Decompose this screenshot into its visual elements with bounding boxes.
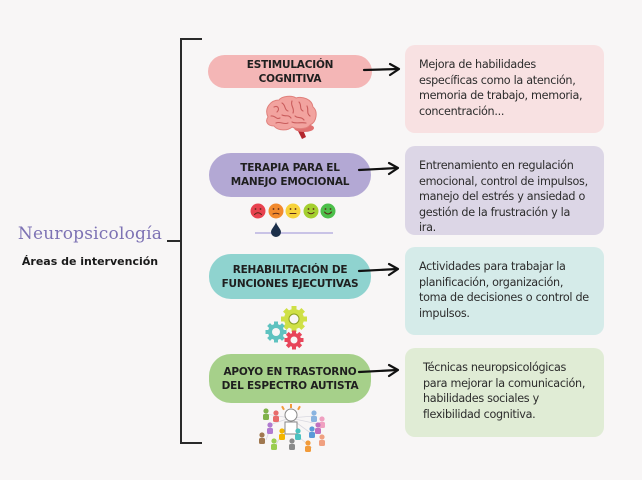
connector-line xyxy=(167,240,182,242)
person-icon xyxy=(271,438,277,450)
person-icon xyxy=(319,416,325,428)
social-network-icon xyxy=(259,404,325,452)
description-box: Mejora de habilidades específicas como l… xyxy=(405,45,604,133)
brain-icon xyxy=(266,95,317,139)
description-text: Mejora de habilidades específicas como l… xyxy=(419,58,583,118)
area-pill-terapia: TERAPIA PARA EL MANEJO EMOCIONAL xyxy=(209,153,371,197)
emotion-face-happy-icon[interactable] xyxy=(303,203,319,219)
area-pill-apoyo-tea: APOYO EN TRASTORNO DEL ESPECTRO AUTISTA xyxy=(209,354,371,403)
person-icon xyxy=(305,440,311,452)
person-icon xyxy=(259,432,265,444)
person-icon xyxy=(309,426,315,438)
emotion-face-sad-icon[interactable] xyxy=(268,203,284,219)
description-text: Entrenamiento en regulación emocional, c… xyxy=(419,159,588,234)
emotion-face-very-happy-icon[interactable] xyxy=(320,203,336,219)
diagram-subtitle: Áreas de intervención xyxy=(21,255,159,268)
description-box: Entrenamiento en regulación emocional, c… xyxy=(405,146,604,235)
person-icon xyxy=(315,422,321,434)
slider-handle-icon[interactable] xyxy=(270,221,282,237)
arrow-icon xyxy=(357,262,400,277)
description-box: Técnicas neuropsicológicas para mejorar … xyxy=(405,348,604,437)
slider-track[interactable] xyxy=(255,232,333,234)
bracket-vertical xyxy=(180,38,182,444)
arrow-icon xyxy=(357,363,400,378)
arrow-icon xyxy=(362,62,401,77)
person-icon xyxy=(289,438,295,450)
area-label: TERAPIA PARA EL MANEJO EMOCIONAL xyxy=(230,162,350,188)
arrow-icon xyxy=(357,161,400,176)
area-pill-rehabilitacion: REHABILITACIÓN DE FUNCIONES EJECUTIVAS xyxy=(209,254,371,299)
description-text: Técnicas neuropsicológicas para mejorar … xyxy=(423,361,586,421)
description-box: Actividades para trabajar la planificaci… xyxy=(405,247,604,335)
diagram-title: Neuropsicología xyxy=(17,224,163,244)
person-icon xyxy=(319,434,325,446)
area-label: REHABILITACIÓN DE FUNCIONES EJECUTIVAS xyxy=(221,263,359,290)
area-pill-estimulacion: ESTIMULACIÓN COGNITIVA xyxy=(208,55,372,88)
person-icon xyxy=(311,410,317,422)
area-label: APOYO EN TRASTORNO DEL ESPECTRO AUTISTA xyxy=(221,365,359,392)
area-label: ESTIMULACIÓN COGNITIVA xyxy=(246,58,334,85)
person-icon xyxy=(273,410,279,422)
description-text: Actividades para trabajar la planificaci… xyxy=(419,260,589,320)
bracket-top xyxy=(180,38,202,40)
person-icon xyxy=(279,428,285,440)
bracket-bottom xyxy=(180,442,202,444)
person-icon xyxy=(267,422,273,434)
person-icon xyxy=(263,408,269,420)
emotion-face-neutral-icon[interactable] xyxy=(285,203,301,219)
emotion-face-very-sad-icon[interactable] xyxy=(250,203,266,219)
person-icon xyxy=(295,428,301,440)
gears-icon xyxy=(265,306,307,350)
